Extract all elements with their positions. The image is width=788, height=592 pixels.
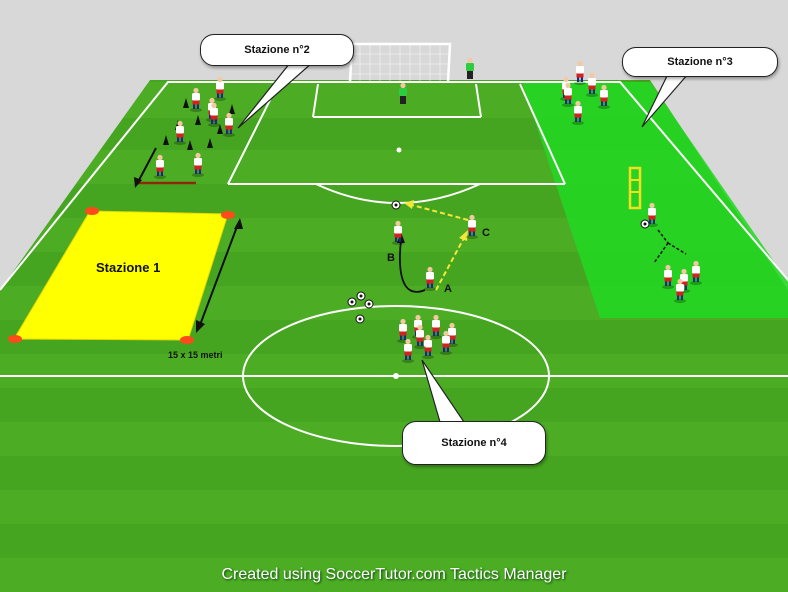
- player-label-a: A: [444, 283, 452, 295]
- ball: [355, 314, 365, 324]
- pitch-outside: [0, 0, 788, 290]
- player: [422, 334, 434, 359]
- grass-stripe: [0, 354, 788, 388]
- figures: [154, 57, 702, 363]
- grass-stripe: [0, 558, 788, 592]
- penalty-spot: [396, 147, 402, 153]
- callout-station-4: Stazione n°4: [402, 421, 546, 465]
- callout-station-2: Stazione n°2: [200, 34, 354, 66]
- player: [674, 278, 686, 303]
- player: [662, 264, 674, 289]
- ball: [364, 299, 374, 309]
- player: [154, 154, 166, 179]
- goal: [348, 42, 452, 83]
- callout-pointers: [237, 62, 690, 423]
- player: [214, 76, 226, 101]
- grass-stripe: [0, 490, 788, 524]
- player: [562, 82, 574, 107]
- player: [572, 100, 584, 125]
- player: [586, 72, 598, 97]
- player: [646, 202, 658, 227]
- ball: [356, 291, 366, 301]
- ball: [640, 219, 650, 229]
- ball: [391, 200, 401, 210]
- footer-credit: Created using SoccerTutor.com Tactics Ma…: [221, 566, 567, 583]
- player: [208, 102, 220, 127]
- dimension-arrow: [199, 223, 239, 326]
- player-label-c: C: [482, 227, 490, 239]
- player: [466, 214, 478, 239]
- callout-station-3: Stazione n°3: [622, 47, 778, 77]
- station-3-zone: [522, 82, 788, 318]
- player: [392, 220, 404, 245]
- cones: [8, 207, 235, 344]
- player: [430, 314, 442, 339]
- player: [574, 60, 586, 85]
- grass-stripe: [0, 422, 788, 456]
- dimension-label: 15 x 15 metri: [168, 350, 223, 360]
- station-1-label: Stazione 1: [96, 260, 161, 275]
- player: [402, 338, 414, 363]
- player: [440, 330, 452, 355]
- player: [190, 87, 202, 112]
- player: [174, 120, 186, 145]
- goalkeeper: [399, 82, 407, 104]
- goalkeeper: [466, 57, 474, 79]
- ball: [347, 297, 357, 307]
- player: [192, 152, 204, 177]
- mannequin: [628, 166, 687, 264]
- player: [414, 324, 426, 349]
- player: [690, 260, 702, 285]
- center-spot: [393, 373, 399, 379]
- player: [223, 112, 235, 137]
- player: [424, 266, 436, 291]
- player-label-b: B: [387, 252, 395, 264]
- player: [598, 84, 610, 109]
